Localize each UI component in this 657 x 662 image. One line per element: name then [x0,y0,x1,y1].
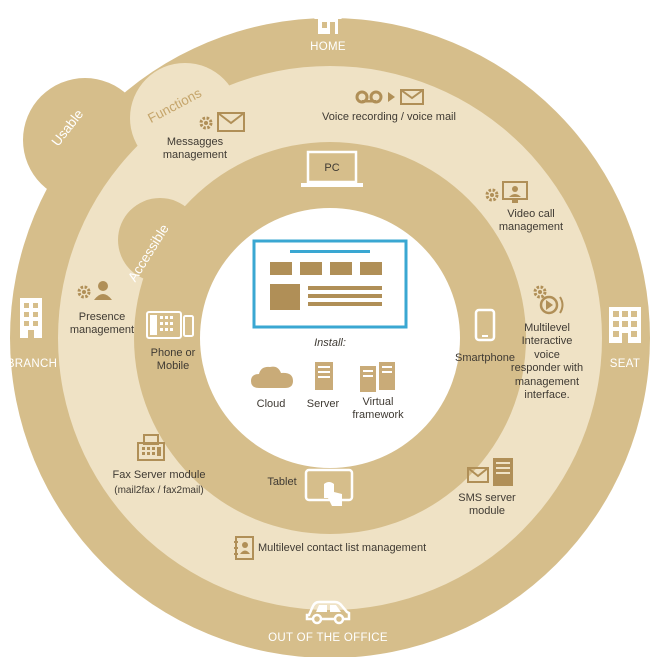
branch-label: BRANCH [6,358,58,370]
gear-video-icon [482,180,530,206]
cloud-icon [249,362,295,390]
out-of-office-label: OUT OF THE OFFICE [268,632,388,644]
phone-label: Phone or Mobile [150,347,196,373]
virtual-label: Virtual framework [352,396,404,422]
cloud-label: Cloud [256,398,286,410]
phone-mobile-icon [145,310,195,340]
functions-bubble [130,63,240,173]
server-icon [312,360,336,392]
server-label: Server [306,398,340,410]
smartphone-label: Smartphone [455,352,515,364]
accessible-bubble [118,198,202,282]
app-screen-icon [252,239,408,329]
presence-label: Presence management [69,311,135,337]
fax-icon [136,434,166,462]
voice-label: Voice recording / voice mail [322,111,456,123]
seat-building-icon [607,305,643,345]
branch-building-icon [18,296,44,340]
pc-icon [300,150,364,190]
gear-user-icon [76,278,116,302]
virtual-servers-icon [358,360,398,394]
mail-server-icon [466,456,516,488]
voicemail-icon [354,88,424,106]
tablet-label: Tablet [267,476,297,488]
video-label: Video call management [498,208,564,234]
car-icon [305,597,351,625]
pc-label: PC [324,162,340,174]
contacts-icon [233,536,255,560]
fax-sub-label: (mail2fax / fax2mail) [114,485,204,496]
gear-ivr-icon [532,284,568,318]
gear-mail-icon [196,111,246,133]
contacts-label: Multilevel contact list management [258,542,427,554]
ivr-label: Multilevel Interactive voice responder w… [510,322,584,402]
smartphone-icon [474,308,496,342]
sms-label: SMS server module [458,492,516,518]
messages-label: Messagges management [162,136,228,162]
seat-label: SEAT [609,358,641,370]
tablet-touch-icon [304,468,354,512]
fax-label: Fax Server module [112,469,206,481]
install-title: Install: [314,337,346,349]
home-icon [313,4,343,36]
home-label: HOME [310,41,346,53]
